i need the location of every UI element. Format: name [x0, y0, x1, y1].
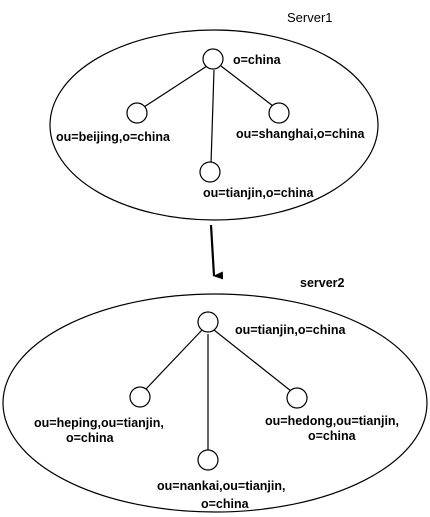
server2-boundary	[2, 293, 428, 513]
server2-node-hedong	[286, 387, 308, 409]
server2-label-hedong-line1: ou=hedong,ou=tianjin,	[265, 414, 399, 428]
server1-node-shanghai	[268, 102, 290, 124]
server2-label-heping-line1: ou=heping,ou=tianjin,	[34, 416, 164, 430]
server2-edge-hedong	[213, 329, 292, 392]
server2-title: server2	[300, 276, 345, 290]
server2-edge-heping	[145, 329, 203, 390]
server1-node-beijing	[126, 102, 148, 124]
replication-arrow	[209, 224, 224, 280]
server1-node-tianjin	[199, 161, 221, 183]
server2-label-hedong-line2: o=china	[308, 429, 357, 443]
server1-label-tianjin: ou=tianjin,o=china	[203, 186, 314, 200]
server1-edge-beijing	[143, 65, 208, 108]
server2-node-nankai	[197, 449, 219, 471]
server1-root-node	[202, 48, 224, 70]
server1-label-shanghai: ou=shanghai,o=china	[236, 127, 366, 141]
server1-title: Server1	[287, 10, 333, 25]
server1-edge-tianjin	[210, 69, 215, 165]
server2-root-node	[197, 311, 219, 333]
server1-root-label: o=china	[233, 53, 282, 67]
server1-boundary	[49, 29, 379, 221]
server1-label-beijing: ou=beijing,o=china	[56, 130, 171, 144]
server1-edge-shanghai	[220, 65, 274, 107]
server2-node-heping	[129, 386, 151, 408]
server2-label-nankai-line1: ou=nankai,ou=tianjin,	[157, 479, 286, 493]
server2-root-label: ou=tianjin,o=china	[235, 323, 346, 337]
server2-label-nankai-line2: o=china	[201, 497, 250, 511]
server2-label-heping-line2: o=china	[66, 431, 115, 445]
